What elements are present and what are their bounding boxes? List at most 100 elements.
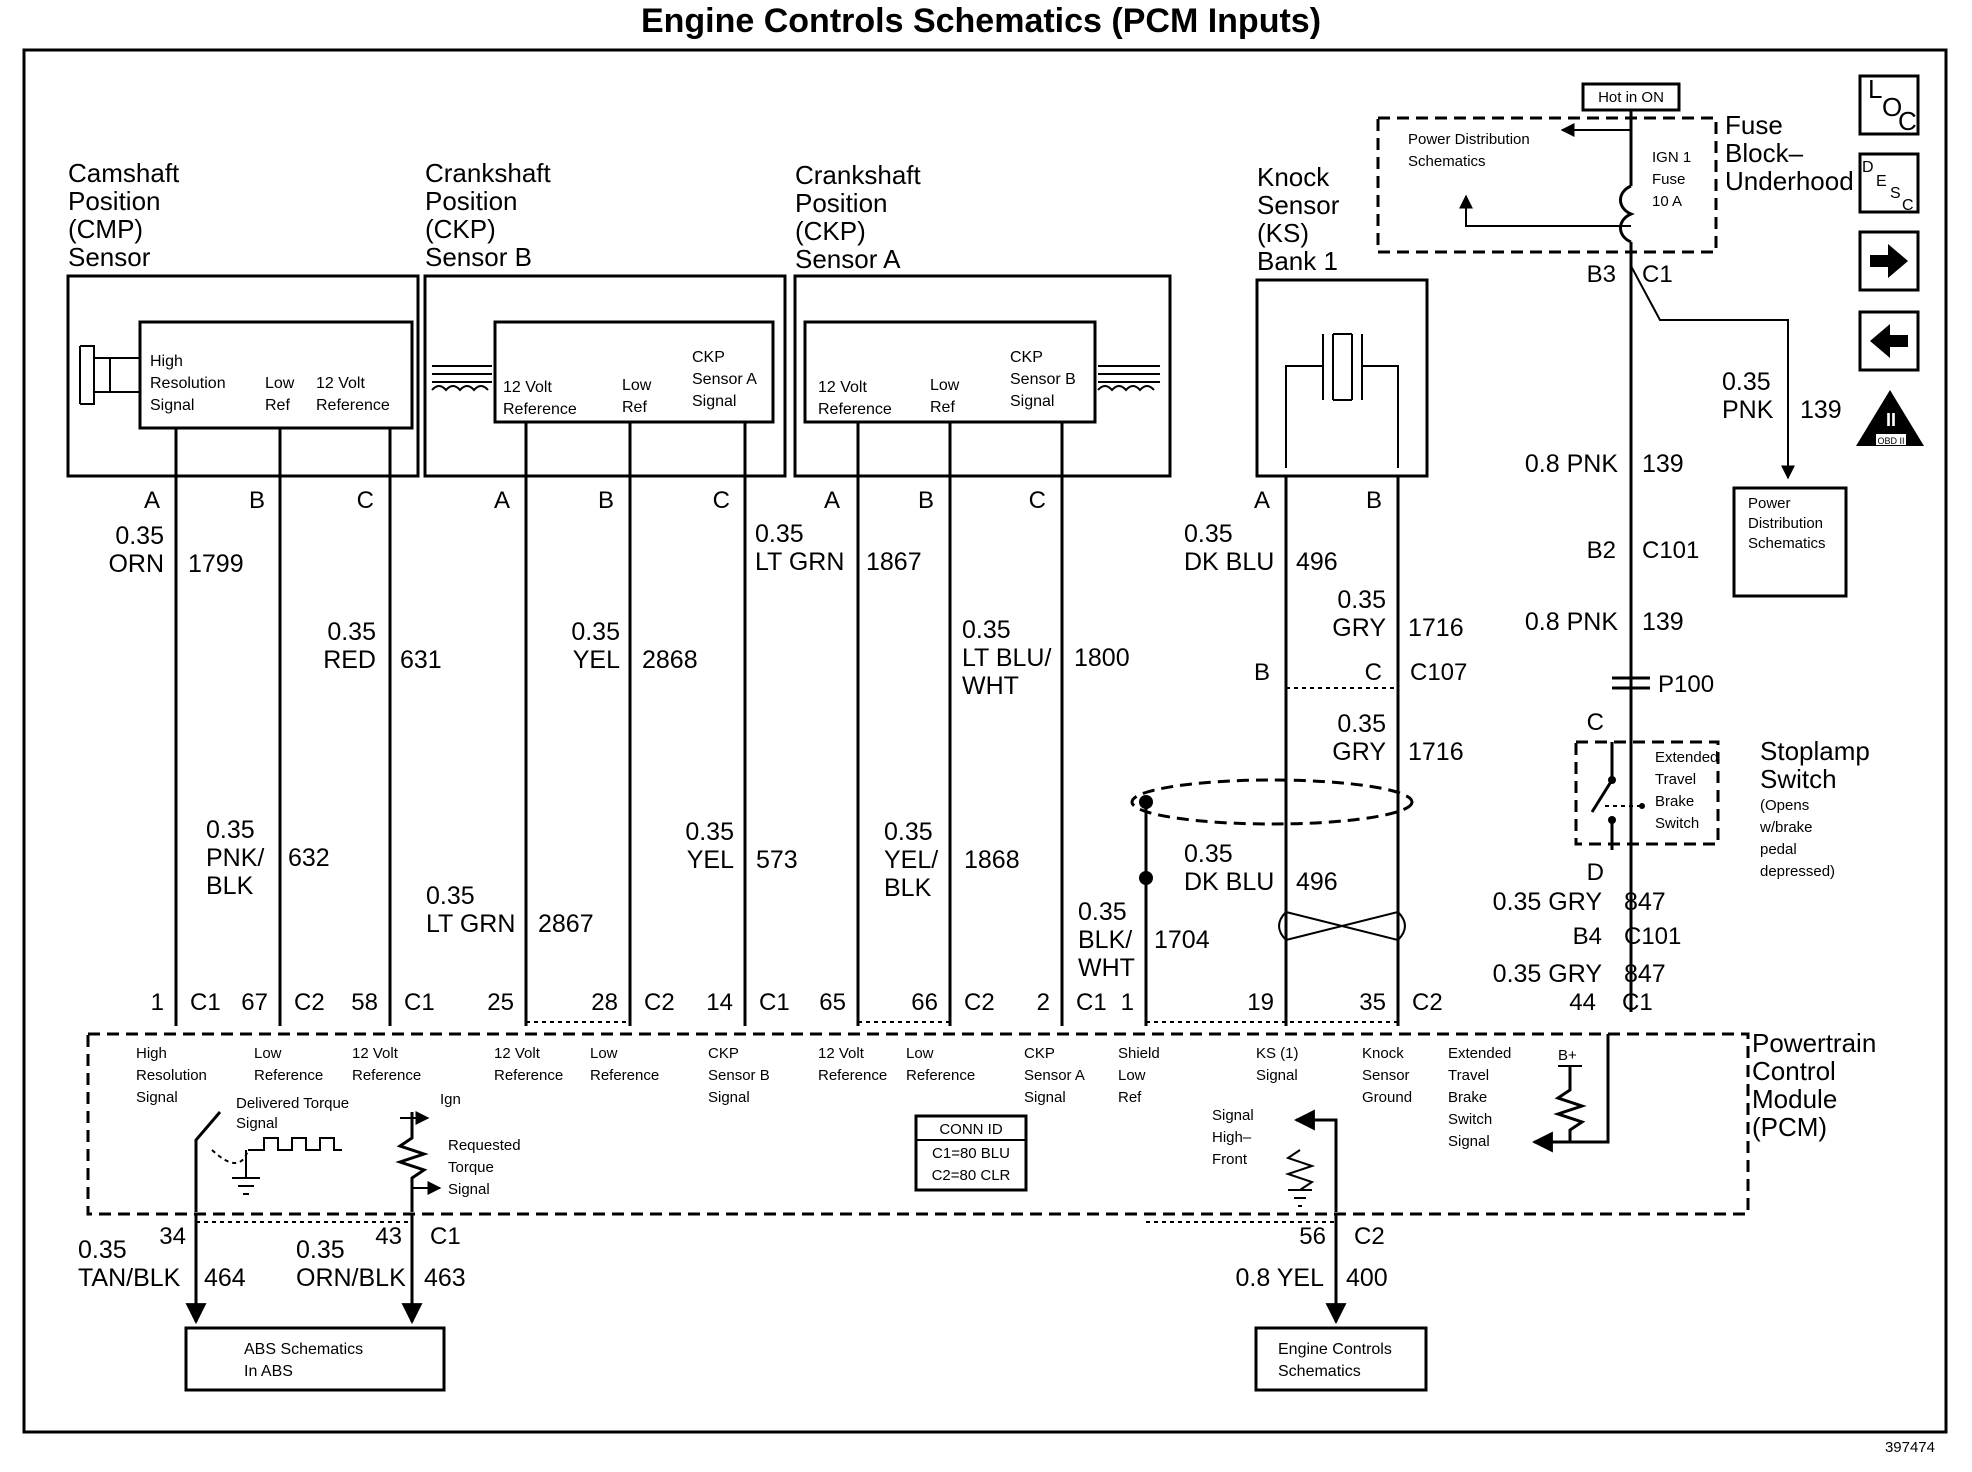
svg-text:0.35: 0.35 (1184, 520, 1233, 548)
next-arrow-icon[interactable] (1858, 230, 1920, 292)
svg-text:0.35: 0.35 (571, 618, 620, 646)
svg-text:YEL/: YEL/ (884, 846, 938, 874)
prev-arrow-icon[interactable] (1858, 310, 1920, 372)
pcm-pin-label: Signal (1448, 1133, 1490, 1150)
connector-labels: B3 C1 B2 C101 P100 C107 B4 C101 (1410, 261, 1714, 950)
svg-text:Front: Front (1212, 1151, 1248, 1168)
svg-text:B2: B2 (1587, 537, 1616, 564)
pcm-pin-label: High (136, 1045, 167, 1062)
cmp-sensor: High Resolution Signal Low Ref 12 Volt R… (66, 274, 420, 478)
svg-text:O: O (1882, 92, 1902, 122)
svg-text:Ign: Ign (440, 1091, 461, 1108)
svg-text:Delivered Torque: Delivered Torque (236, 1095, 349, 1112)
pcm-pin-connector: C2 (964, 989, 995, 1016)
svg-text:B: B (1254, 659, 1270, 686)
svg-text:0.35: 0.35 (426, 882, 475, 910)
svg-text:0.8 PNK: 0.8 PNK (1525, 608, 1618, 636)
svg-text:Ref: Ref (622, 399, 647, 416)
svg-text:C101: C101 (1642, 537, 1699, 564)
pcm-pin-label: Low (906, 1045, 934, 1062)
obd-ii-icon[interactable]: II OBD II (1856, 390, 1924, 446)
svg-text:(Opens: (Opens (1760, 797, 1809, 814)
figure-number: 397474 (1885, 1439, 1935, 1456)
svg-text:2867: 2867 (538, 910, 594, 938)
svg-text:139: 139 (1800, 396, 1842, 424)
svg-text:BLK: BLK (884, 874, 932, 902)
svg-text:0.35: 0.35 (115, 522, 164, 550)
desc-icon[interactable]: D E S C (1858, 152, 1920, 214)
svg-text:Signal: Signal (1010, 393, 1054, 410)
pcm-pin-connector: C1 (1076, 989, 1107, 1016)
svg-text:12 Volt: 12 Volt (818, 379, 867, 396)
pcm-pin-label: Low (1118, 1067, 1146, 1084)
pcm-output-wires: 34 43 C1 56 C2 (159, 1214, 1385, 1325)
svg-text:Reference: Reference (316, 397, 390, 414)
svg-text:Reference: Reference (818, 401, 892, 418)
svg-text:0.35: 0.35 (884, 818, 933, 846)
stoplamp-switch-labels: Extended Travel Brake Switch Stoplamp Sw… (1655, 736, 1870, 880)
pcm-pin-connector: C2 (644, 989, 675, 1016)
svg-text:1716: 1716 (1408, 614, 1464, 642)
svg-text:Resolution: Resolution (150, 375, 226, 392)
svg-text:YEL: YEL (687, 846, 734, 874)
engine-controls-schematics-box: Engine Controls Schematics (1254, 1326, 1428, 1392)
svg-text:Switch: Switch (1760, 764, 1837, 794)
svg-text:12 Volt: 12 Volt (316, 375, 365, 392)
svg-text:Low: Low (930, 377, 960, 394)
svg-text:LT GRN: LT GRN (755, 548, 844, 576)
svg-text:B3: B3 (1587, 261, 1616, 288)
svg-text:Ref: Ref (265, 397, 290, 414)
svg-text:0.35: 0.35 (1722, 368, 1771, 396)
svg-text:56: 56 (1299, 1223, 1326, 1250)
pcm-pin-label: Reference (254, 1067, 323, 1084)
pcm-pin-number: 67 (241, 989, 268, 1016)
svg-text:0.35: 0.35 (1337, 586, 1386, 614)
svg-text:631: 631 (400, 646, 442, 674)
svg-text:Power: Power (1748, 495, 1791, 512)
loc-icon[interactable]: L O C (1858, 74, 1920, 136)
svg-text:Crankshaft: Crankshaft (795, 160, 921, 190)
svg-text:A: A (1254, 487, 1270, 514)
svg-text:464: 464 (204, 1264, 246, 1292)
svg-text:II: II (1886, 410, 1896, 430)
svg-text:Ref: Ref (930, 399, 955, 416)
pcm-pin-label: Reference (906, 1067, 975, 1084)
abs-schematics-box: ABS Schematics In ABS (184, 1326, 446, 1392)
svg-text:GRY: GRY (1332, 614, 1386, 642)
pcm-pin-connector: C2 (1412, 989, 1443, 1016)
svg-text:Control: Control (1752, 1056, 1836, 1086)
svg-text:0.35: 0.35 (296, 1236, 345, 1264)
svg-text:139: 139 (1642, 608, 1684, 636)
svg-text:Bank 1: Bank 1 (1257, 246, 1338, 276)
pcm-pin-connector: C2 (294, 989, 325, 1016)
svg-text:D: D (1587, 859, 1604, 886)
ckp-sensor-b-title: Crankshaft Position (CKP) Sensor B (425, 158, 551, 272)
pcm-pin-label: Signal (1024, 1089, 1066, 1106)
pcm-pin-label: Sensor A (1024, 1067, 1085, 1084)
svg-text:High: High (150, 353, 183, 370)
svg-text:Travel: Travel (1655, 771, 1696, 788)
svg-text:0.8 PNK: 0.8 PNK (1525, 450, 1618, 478)
svg-text:0.35: 0.35 (1078, 898, 1127, 926)
svg-text:WHT: WHT (1078, 954, 1135, 982)
pcm-pin-connector: C1 (1622, 989, 1653, 1016)
svg-text:Reference: Reference (503, 401, 577, 418)
svg-text:A: A (144, 487, 160, 514)
svg-text:Stoplamp: Stoplamp (1760, 736, 1870, 766)
svg-text:C: C (1587, 709, 1604, 736)
svg-text:Schematics: Schematics (1278, 1363, 1361, 1380)
cmp-sensor-title: Camshaft Position (CMP) Sensor (68, 158, 180, 272)
svg-text:0.35 GRY: 0.35 GRY (1493, 888, 1603, 916)
svg-text:0.35: 0.35 (327, 618, 376, 646)
pcm-pin-connector: C1 (404, 989, 435, 1016)
svg-text:0.35: 0.35 (78, 1236, 127, 1264)
